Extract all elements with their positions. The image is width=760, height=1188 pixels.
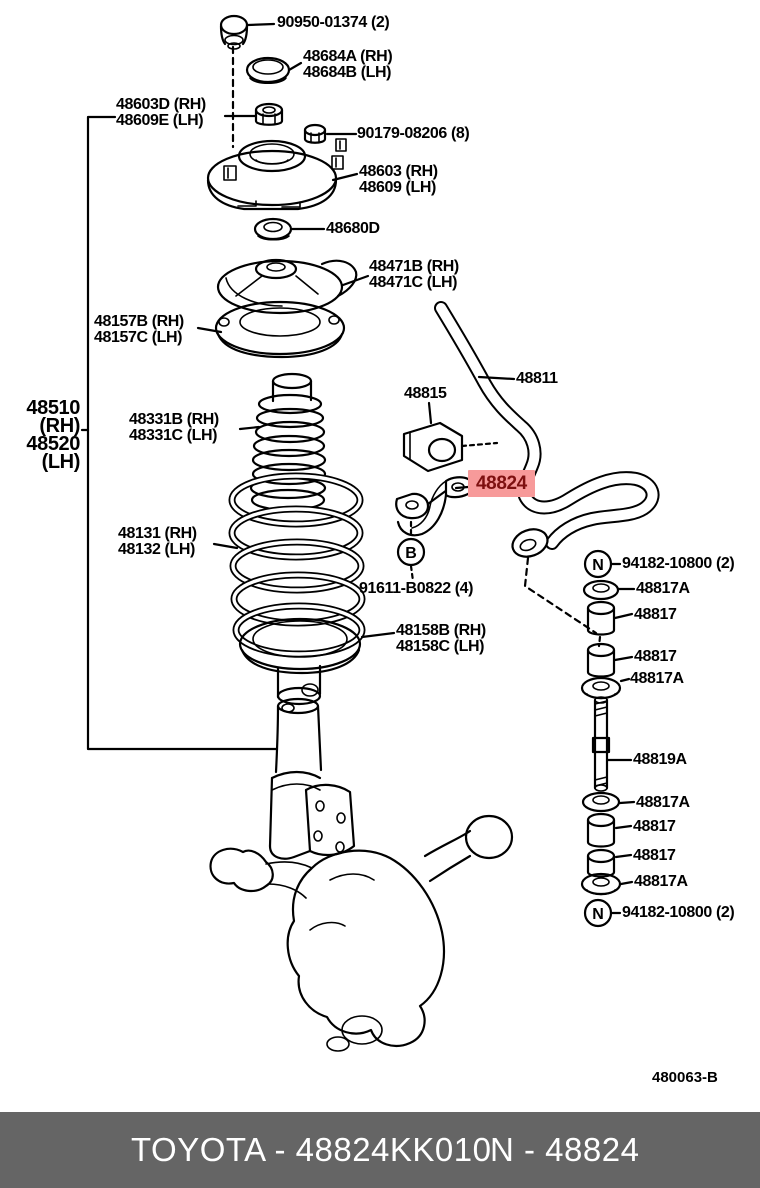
stabilizer-bar-48811-drawing: [434, 301, 660, 558]
stabilizer-link-parts-drawing: [580, 579, 622, 896]
lower-insulator-48158-drawing: [238, 617, 362, 706]
part-label-48824: 48824: [468, 470, 535, 497]
part-label-48510-48520: 48510(RH)48520(LH): [26, 397, 80, 473]
spring-seat-48471-drawing: [216, 258, 358, 315]
part-label-48817a-1: 48817A: [636, 580, 690, 597]
callout-n-circle-top: N: [583, 549, 613, 579]
part-label-48158: 48158B (RH)48158C (LH): [396, 622, 486, 655]
part-label-48817-3: 48817: [633, 818, 676, 835]
strut-body-48510-drawing: [268, 697, 356, 860]
part-label-48817a-4: 48817A: [634, 873, 688, 890]
part-label-48131-48132: 48131 (RH)48132 (LH): [118, 525, 197, 558]
nut-48603d-drawing: [254, 102, 284, 126]
dust-seal-48684-drawing: [245, 56, 291, 85]
part-label-48817-1: 48817: [634, 606, 677, 623]
bracket-48824-drawing: [395, 476, 474, 583]
part-label-48471: 48471B (RH)48471C (LH): [369, 258, 459, 291]
part-label-94182-bottom: 94182-10800 (2): [622, 904, 735, 921]
svg-text:N: N: [592, 557, 604, 574]
washer-48680d-drawing: [253, 217, 293, 241]
figure-code: 480063-B: [652, 1069, 718, 1086]
part-label-48817-4: 48817: [633, 847, 676, 864]
part-label-48819a: 48819A: [633, 751, 687, 768]
coil-spring-48131-drawing: [228, 472, 366, 658]
bellows-48331-drawing: [249, 372, 327, 512]
footer-part-code: N - 48824: [490, 1131, 640, 1168]
cap-90950-drawing: [219, 14, 249, 50]
part-label-48817a-3: 48817A: [636, 794, 690, 811]
footer-part-number: TOYOTA - 48824KK010: [131, 1131, 492, 1168]
part-label-48684: 48684A (RH)48684B (LH): [303, 48, 393, 81]
svg-text:N: N: [592, 906, 604, 923]
bushing-48815-drawing: [402, 421, 499, 473]
part-label-48331: 48331B (RH)48331C (LH): [129, 411, 219, 444]
spring-insulator-48157-drawing: [214, 300, 346, 359]
leader-lines: [196, 22, 636, 915]
part-label-48815: 48815: [404, 385, 447, 402]
part-label-48603-48609: 48603 (RH)48609 (LH): [359, 163, 438, 196]
part-label-48603d-48609e: 48603D (RH)48609E (LH): [116, 96, 206, 129]
part-label-94182-top: 94182-10800 (2): [622, 555, 735, 572]
part-label-48817a-2: 48817A: [630, 670, 684, 687]
footer-bar: TOYOTA - 48824KK010 N - 48824: [0, 1112, 760, 1188]
svg-text:B: B: [405, 545, 417, 562]
steering-knuckle-drawing: [209, 814, 514, 1052]
part-label-48811: 48811: [516, 370, 558, 387]
part-label-48817-2: 48817: [634, 648, 677, 665]
part-label-90950-01374: 90950-01374 (2): [277, 14, 390, 31]
guide-bracket-lines: [80, 115, 279, 751]
suspension-support-48603-drawing: [206, 138, 347, 211]
callout-b-circle: B: [396, 537, 426, 567]
eyelet-link-dashes: [523, 556, 598, 635]
part-label-48680d: 48680D: [326, 220, 380, 237]
part-label-48157: 48157B (RH)48157C (LH): [94, 313, 184, 346]
callout-n-circle-bottom: N: [583, 898, 613, 928]
part-label-91611-b0822: 91611-B0822 (4): [359, 580, 474, 597]
part-label-90179-08206: 90179-08206 (8): [357, 125, 470, 142]
nut-90179-drawing: [303, 123, 327, 144]
